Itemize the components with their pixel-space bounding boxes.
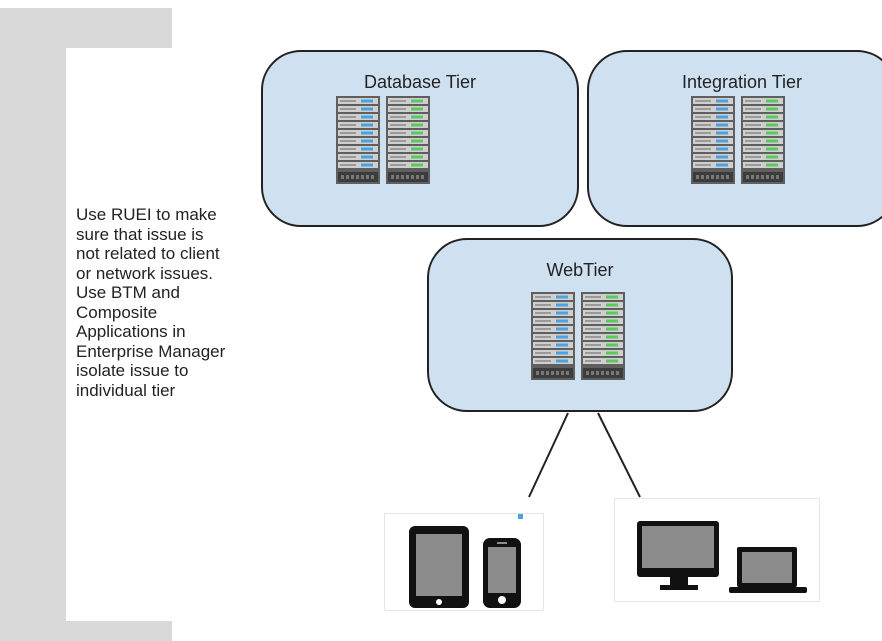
server-tower-icon	[691, 96, 735, 184]
desktop-devices[interactable]	[614, 498, 820, 602]
note-text: Use RUEI to make sure that issue is not …	[76, 205, 226, 400]
server-tower-icon	[581, 292, 625, 380]
smartphone-icon	[483, 538, 521, 608]
web-tier-label: WebTier	[546, 260, 614, 280]
server-rack-icon	[336, 96, 430, 184]
integration-tier-label: Integration Tier	[681, 72, 803, 92]
server-rack-icon	[531, 292, 625, 380]
integration-tier[interactable]: Integration Tier	[587, 50, 882, 227]
server-tower-icon	[386, 96, 430, 184]
tablet-icon	[409, 526, 469, 608]
database-tier[interactable]: Database Tier	[261, 50, 579, 227]
connector-mobile	[528, 412, 569, 498]
server-tower-icon	[741, 96, 785, 184]
web-tier[interactable]: WebTier	[427, 238, 733, 412]
laptop-icon	[729, 547, 807, 593]
database-tier-label: Database Tier	[363, 72, 477, 92]
server-rack-icon	[691, 96, 785, 184]
note-panel	[66, 48, 202, 621]
desktop-monitor-icon	[637, 521, 719, 590]
server-tower-icon	[531, 292, 575, 380]
connector-desktop	[597, 412, 641, 498]
server-tower-icon	[336, 96, 380, 184]
mobile-devices[interactable]	[384, 513, 544, 611]
